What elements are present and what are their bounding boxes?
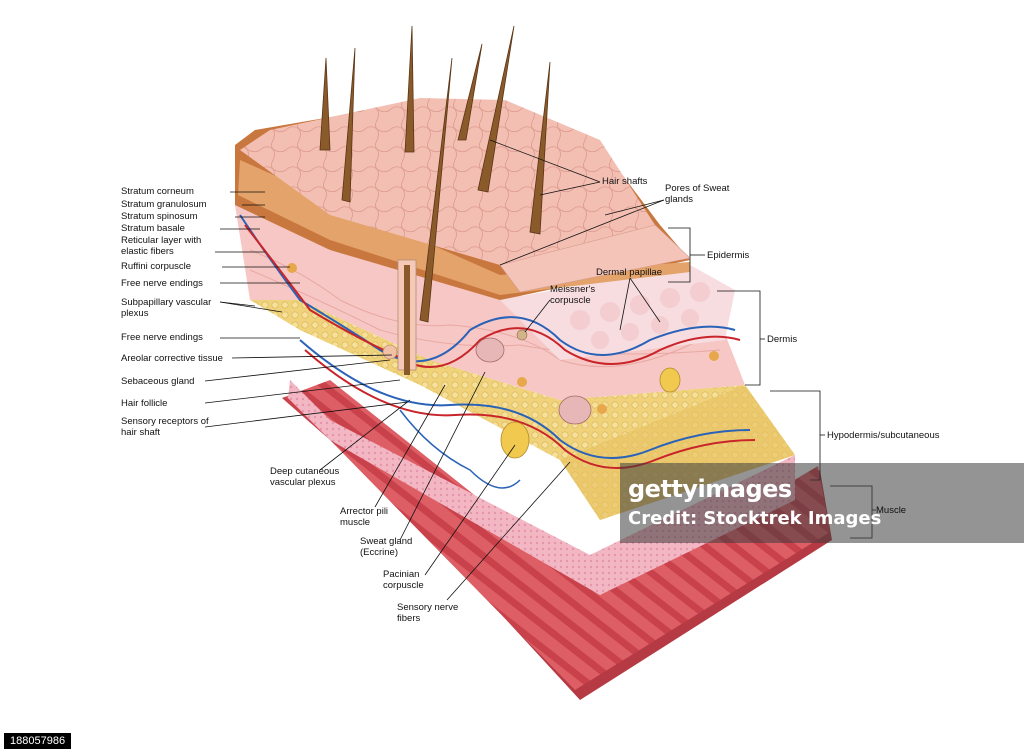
label-sensory-receptors: Sensory receptors of hair shaft bbox=[121, 416, 209, 438]
label-pacinian-corpuscle: Pacinian corpuscle bbox=[383, 569, 424, 591]
muscle-layer bbox=[282, 380, 832, 700]
label-areolar-tissue: Areolar corrective tissue bbox=[121, 353, 223, 364]
label-deep-cutaneous-plexus: Deep cutaneous vascular plexus bbox=[270, 466, 340, 488]
hair-follicle bbox=[397, 259, 417, 375]
label-stratum-spinosum: Stratum spinosum bbox=[121, 211, 198, 222]
label-free-nerve-endings-2: Free nerve endings bbox=[121, 332, 203, 343]
label-dermal-papillae: Dermal papillae bbox=[596, 267, 663, 278]
watermark-overlay bbox=[620, 463, 1024, 543]
label-sweat-gland: Sweat gland (Eccrine) bbox=[360, 536, 413, 558]
label-arrector-pili: Arrector pili muscle bbox=[340, 506, 389, 528]
label-ruffini-corpuscle: Ruffini corpuscle bbox=[121, 261, 192, 272]
label-hypodermis: Hypodermis/subcutaneous bbox=[827, 430, 940, 441]
glands bbox=[287, 263, 719, 459]
leader-lines bbox=[204, 139, 876, 601]
blood-vessels bbox=[239, 214, 756, 489]
label-dermis: Dermis bbox=[767, 334, 798, 345]
label-pores-sweat-glands: Pores of Sweat glands bbox=[665, 183, 730, 205]
hair-shafts bbox=[319, 25, 551, 323]
label-stratum-corneum: Stratum corneum bbox=[121, 186, 194, 197]
dermal-papillae bbox=[500, 265, 735, 360]
label-free-nerve-endings-1: Free nerve endings bbox=[121, 278, 203, 289]
label-muscle: Muscle bbox=[876, 505, 907, 516]
label-sensory-nerve-fibers: Sensory nerve fibers bbox=[397, 602, 459, 624]
label-hair-follicle: Hair follicle bbox=[121, 398, 168, 409]
label-meissners-corpuscle: Meissner's corpuscle bbox=[550, 284, 596, 306]
label-stratum-basale: Stratum basale bbox=[121, 223, 185, 234]
watermark-brand: gettyimages bbox=[628, 475, 792, 503]
watermark-credit: Credit: Stocktrek Images bbox=[628, 508, 882, 529]
label-stratum-granulosum: Stratum granulosum bbox=[121, 199, 207, 210]
label-hair-shafts: Hair shafts bbox=[602, 176, 648, 187]
label-epidermis: Epidermis bbox=[707, 250, 750, 261]
image-number-badge: 188057986 bbox=[4, 733, 72, 749]
label-sebaceous-gland: Sebaceous gland bbox=[121, 376, 195, 387]
label-subpapillary-plexus: Subpapillary vascular plexus bbox=[121, 297, 212, 319]
label-reticular-layer: Reticular layer with elastic fibers bbox=[121, 235, 202, 257]
